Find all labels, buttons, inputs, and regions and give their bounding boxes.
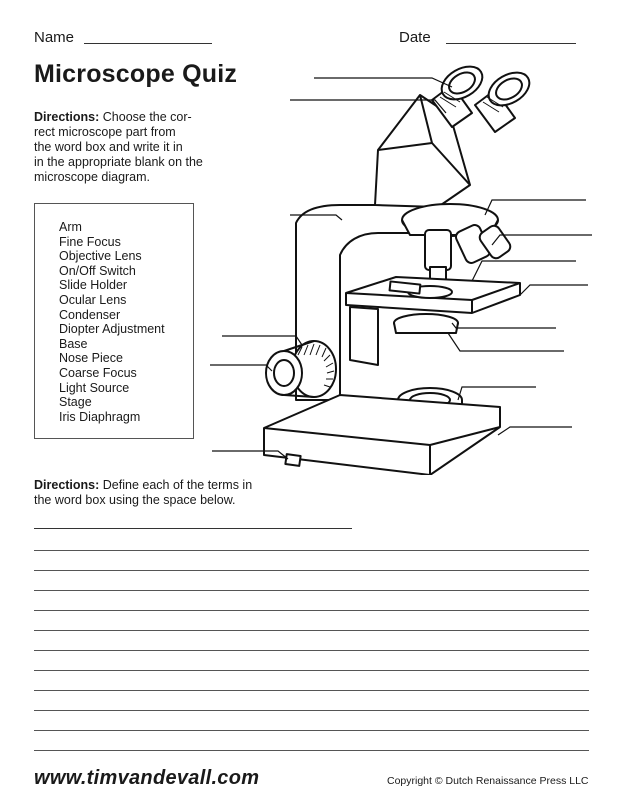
directions-text: the word box and write it in <box>34 140 183 154</box>
word-item: Arm <box>59 220 82 234</box>
answer-line[interactable] <box>34 650 589 651</box>
directions-text: Choose the cor- <box>99 110 192 124</box>
word-item: Ocular Lens <box>59 292 127 307</box>
word-item: Fine Focus <box>59 234 121 249</box>
directions-label: Directions: <box>34 110 100 124</box>
directions-text: in the appropriate blank on the <box>34 155 203 169</box>
name-label: Name <box>34 29 75 46</box>
copyright-text: Copyright © Dutch Renaissance Press LLC <box>387 775 589 787</box>
directions-text: Define each of the terms in <box>99 478 253 492</box>
word-item: Light Source <box>59 380 130 395</box>
answer-line[interactable] <box>34 750 589 751</box>
word-item: Coarse Focus <box>59 365 137 380</box>
switch-shape <box>284 453 302 467</box>
word-item: Slide Holder <box>59 278 128 293</box>
answer-line[interactable] <box>34 590 589 591</box>
directions-text: rect microscope part from <box>34 125 176 139</box>
directions-choose: Directions: Choose the cor- rect microsc… <box>34 110 214 185</box>
word-item: Iris Diaphragm <box>59 409 141 424</box>
word-item: On/Off Switch <box>59 263 136 278</box>
word-box: Arm Fine Focus Objective Lens On/Off Swi… <box>34 203 194 439</box>
answer-line[interactable] <box>34 570 589 571</box>
name-blank[interactable] <box>84 43 212 44</box>
answer-line[interactable] <box>34 670 589 671</box>
answer-line[interactable] <box>34 710 589 711</box>
date-blank[interactable] <box>446 43 576 44</box>
answer-line[interactable] <box>34 630 589 631</box>
arm-shape <box>295 204 456 401</box>
microscope-diagram <box>210 65 592 475</box>
word-item: Condenser <box>59 307 121 322</box>
word-item: Nose Piece <box>59 351 123 366</box>
word-item: Stage <box>59 395 92 410</box>
directions-define: Directions: Define each of the terms in … <box>34 478 274 508</box>
answer-line[interactable] <box>34 610 589 611</box>
word-item: Diopter Adjustment <box>59 322 165 337</box>
word-item: Objective Lens <box>59 249 142 264</box>
directions-text: the word box using the space below. <box>34 493 236 507</box>
website-link[interactable]: www.timvandevall.com <box>34 767 260 789</box>
directions-text: microscope diagram. <box>34 170 151 184</box>
page-title: Microscope Quiz <box>34 60 238 88</box>
objective-lens-shape <box>424 229 452 271</box>
answer-line[interactable] <box>34 690 589 691</box>
answer-line[interactable] <box>34 528 352 529</box>
answer-line[interactable] <box>34 550 589 551</box>
date-label: Date <box>399 29 431 46</box>
slide-holder-shape <box>388 280 422 295</box>
word-item: Base <box>59 336 88 351</box>
answer-line[interactable] <box>34 730 589 731</box>
directions-label: Directions: <box>34 478 100 492</box>
